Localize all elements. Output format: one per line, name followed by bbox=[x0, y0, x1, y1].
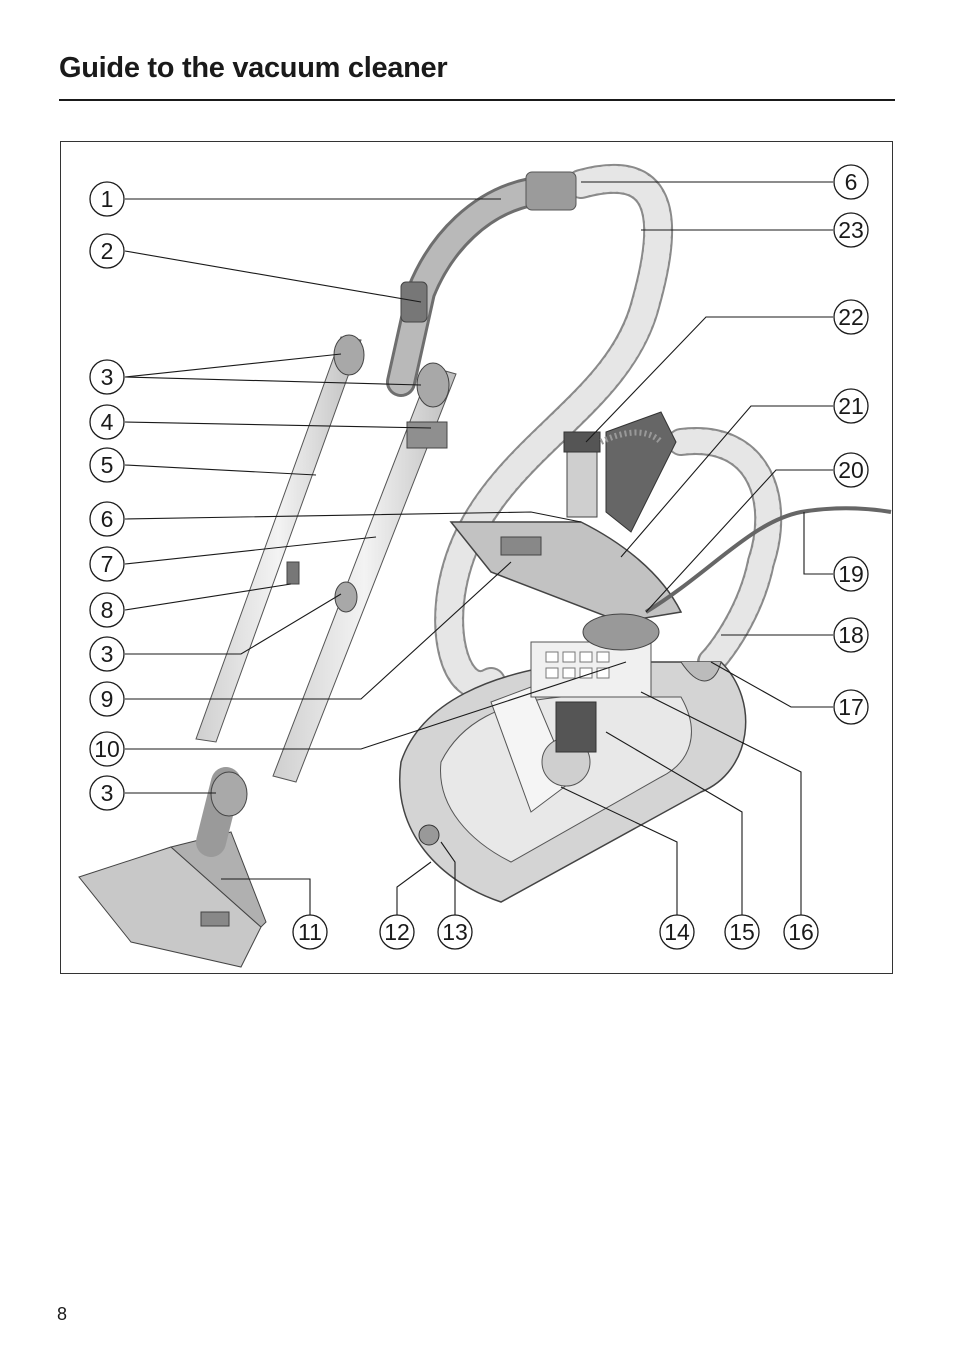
callout-9: 9 bbox=[89, 681, 125, 717]
callout-1: 1 bbox=[89, 181, 125, 217]
page-title: Guide to the vacuum cleaner bbox=[59, 52, 448, 84]
suction-tubes-drawing bbox=[195, 334, 457, 783]
vacuum-cleaner-illustration: 1 2 3 4 5 6 7 8 3 9 10 3 11 12 13 14 15 … bbox=[78, 164, 892, 968]
callout-15: 15 bbox=[724, 914, 760, 950]
svg-text:3: 3 bbox=[101, 780, 114, 806]
svg-text:2: 2 bbox=[101, 238, 114, 264]
svg-text:18: 18 bbox=[838, 622, 864, 648]
svg-text:19: 19 bbox=[838, 561, 864, 587]
svg-text:1: 1 bbox=[101, 186, 114, 212]
callout-20: 20 bbox=[833, 452, 869, 488]
callout-4: 4 bbox=[89, 404, 125, 440]
svg-text:3: 3 bbox=[101, 641, 114, 667]
svg-text:8: 8 bbox=[101, 597, 114, 623]
callout-6-left: 6 bbox=[89, 501, 125, 537]
svg-text:22: 22 bbox=[838, 304, 864, 330]
svg-text:10: 10 bbox=[94, 736, 120, 762]
svg-text:23: 23 bbox=[838, 217, 864, 243]
handle-drawing bbox=[386, 171, 577, 397]
callout-7: 7 bbox=[89, 546, 125, 582]
callout-3-floor-brush: 3 bbox=[89, 775, 125, 811]
svg-text:3: 3 bbox=[101, 364, 114, 390]
title-rule bbox=[59, 99, 895, 101]
leader-lines bbox=[124, 181, 833, 932]
callout-18: 18 bbox=[833, 617, 869, 653]
callout-19: 19 bbox=[833, 556, 869, 592]
svg-text:6: 6 bbox=[845, 169, 858, 195]
callout-13: 13 bbox=[437, 914, 473, 950]
vacuum-cleaner-figure: 1 2 3 4 5 6 7 8 3 9 10 3 11 12 13 14 15 … bbox=[60, 141, 893, 974]
callout-11: 11 bbox=[292, 914, 328, 950]
svg-text:14: 14 bbox=[664, 919, 690, 945]
svg-text:20: 20 bbox=[838, 457, 864, 483]
callout-8: 8 bbox=[89, 592, 125, 628]
svg-text:7: 7 bbox=[101, 551, 114, 577]
svg-text:17: 17 bbox=[838, 694, 864, 720]
svg-text:6: 6 bbox=[101, 506, 114, 532]
svg-text:5: 5 bbox=[101, 452, 114, 478]
callout-22: 22 bbox=[833, 299, 869, 335]
callout-5: 5 bbox=[89, 447, 125, 483]
svg-text:4: 4 bbox=[101, 409, 114, 435]
callout-6-right: 6 bbox=[833, 164, 869, 200]
callout-23: 23 bbox=[833, 212, 869, 248]
svg-text:11: 11 bbox=[298, 919, 322, 945]
svg-text:13: 13 bbox=[442, 919, 468, 945]
power-cord-drawing bbox=[644, 506, 892, 614]
callout-17: 17 bbox=[833, 689, 869, 725]
svg-text:12: 12 bbox=[384, 919, 410, 945]
page-number: 8 bbox=[57, 1304, 68, 1324]
callout-14: 14 bbox=[659, 914, 695, 950]
callout-16: 16 bbox=[783, 914, 819, 950]
svg-text:9: 9 bbox=[101, 686, 114, 712]
svg-text:21: 21 bbox=[838, 393, 864, 419]
svg-text:15: 15 bbox=[729, 919, 755, 945]
callout-2: 2 bbox=[89, 233, 125, 269]
callout-3-tube-release: 3 bbox=[89, 359, 125, 395]
callout-12: 12 bbox=[379, 914, 415, 950]
vacuum-body-drawing bbox=[399, 521, 747, 903]
svg-text:16: 16 bbox=[788, 919, 814, 945]
callout-10: 10 bbox=[89, 731, 125, 767]
suction-hose-drawing bbox=[434, 164, 783, 700]
floor-brush-drawing bbox=[78, 767, 267, 968]
callout-3-lower-tube: 3 bbox=[89, 636, 125, 672]
callout-21: 21 bbox=[833, 388, 869, 424]
accessories-drawing bbox=[563, 411, 677, 533]
